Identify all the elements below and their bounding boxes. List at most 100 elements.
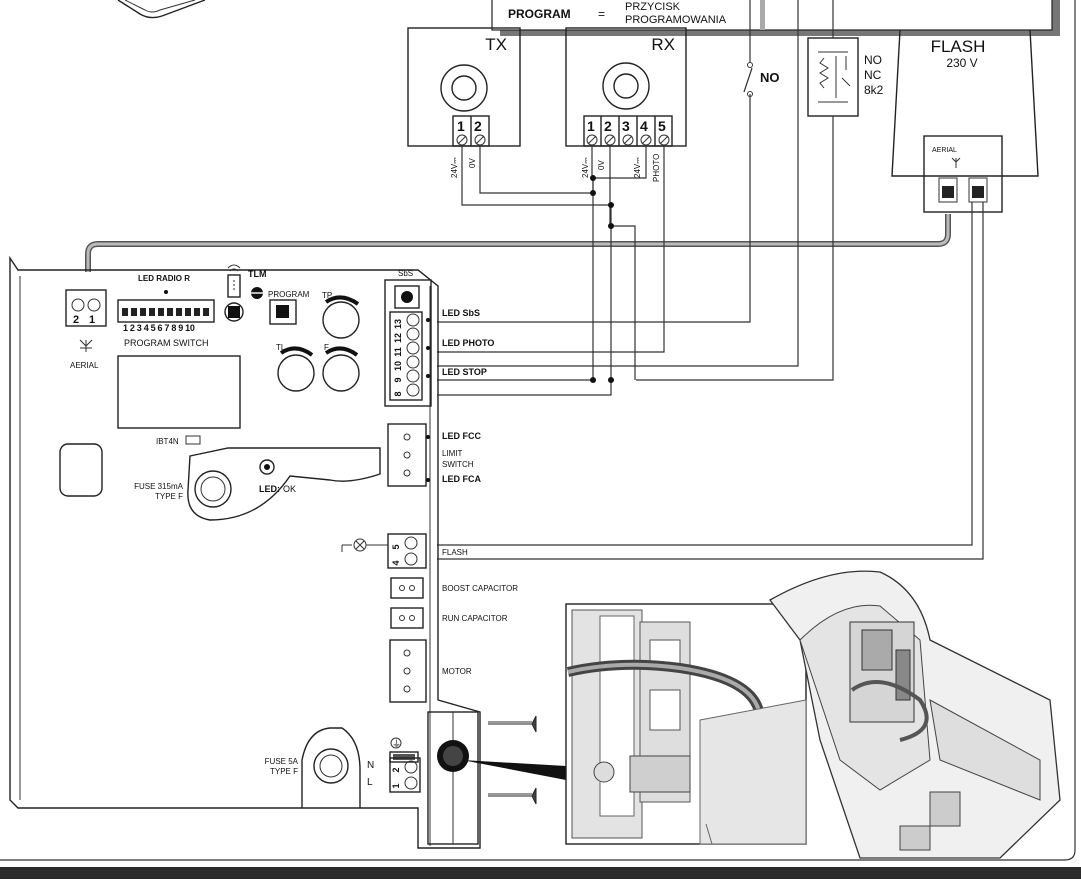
- f-trimmer[interactable]: [322, 354, 360, 392]
- fuse-315ma[interactable]: [194, 470, 232, 508]
- stop-nc: NC: [864, 68, 882, 82]
- limit-label: LIMIT: [442, 449, 463, 458]
- limit-switch-connector: [387, 423, 427, 487]
- led-ok-value: OK: [283, 484, 296, 494]
- fuse1-line1: FUSE 315mA: [134, 482, 184, 491]
- remote-fragment: [117, 0, 206, 19]
- aerial-t2: 2: [73, 314, 79, 326]
- rx-photocell: RX 1 2 3 4 5 24V⎓ 0V 24V⎓ PHOTO: [565, 27, 687, 182]
- sbs-button[interactable]: [394, 285, 420, 309]
- led-radio-label: LED RADIO R: [138, 274, 190, 283]
- tx-title: TX: [485, 35, 507, 54]
- no-push-button: NO: [743, 36, 780, 97]
- fuse-5a[interactable]: [313, 748, 349, 784]
- term-12: 12: [393, 333, 403, 343]
- legend-key: PROGRAM: [508, 7, 571, 21]
- term-4: 4: [391, 560, 401, 565]
- tx-label-24v: 24V⎓: [450, 157, 459, 178]
- run-capacitor-connector: [390, 607, 424, 629]
- screw-top: [488, 715, 537, 733]
- term-8: 8: [393, 391, 403, 396]
- led-fcc-label: LED FCC: [442, 431, 481, 441]
- motor-connector: [389, 639, 427, 703]
- flash-voltage: 230 V: [946, 56, 977, 70]
- dip-levers: [122, 308, 209, 316]
- dip-numbers: 1 2 3 4 5 6 7 8 9 10: [123, 323, 195, 333]
- neutral-label: N: [367, 760, 374, 771]
- rx-label-24v: 24V⎓: [581, 157, 590, 178]
- led-photo-label: LED PHOTO: [442, 338, 494, 348]
- sbs-label: SbS: [398, 269, 413, 278]
- detail-inset: [565, 603, 807, 845]
- no-switch-label: NO: [760, 70, 780, 85]
- aerial-t1: 1: [89, 314, 95, 326]
- dip-switch[interactable]: [117, 299, 215, 323]
- legend-box: PROGRAM = PRZYCISK PROGRAMOWANIA: [491, 0, 1060, 36]
- flash-aerial-label: AERIAL: [932, 147, 957, 154]
- led-ok-label: LED:: [259, 484, 280, 494]
- boost-capacitor-connector: [390, 577, 424, 599]
- legend-eq: =: [598, 7, 605, 21]
- rx-t2: 2: [604, 118, 612, 134]
- tl-trimmer[interactable]: [277, 354, 315, 392]
- rx-t1: 1: [587, 118, 595, 134]
- tp-trimmer[interactable]: [322, 301, 360, 339]
- program-button[interactable]: [269, 299, 297, 325]
- led-sbs-label: LED SbS: [442, 308, 480, 318]
- board-aerial-label: AERIAL: [70, 361, 99, 370]
- switch-label: SWITCH: [442, 460, 474, 469]
- mains-t1: 1: [391, 783, 401, 788]
- ibt4n-label: IBT4N: [156, 437, 179, 446]
- mains-t2: 2: [391, 767, 401, 772]
- rx-label-24v-b: 24V⎓: [633, 157, 642, 178]
- run-capacitor-label: RUN CAPACITOR: [442, 614, 508, 623]
- rx-label-photo: PHOTO: [652, 154, 661, 182]
- wiring: [437, 0, 984, 560]
- rx-t5: 5: [658, 118, 666, 134]
- flash-lamp: FLASH 230 V AERIAL: [891, 29, 1039, 213]
- gate-operator-illustration: [769, 570, 1061, 859]
- term-9: 9: [393, 377, 403, 382]
- mains-terminal: [389, 757, 421, 793]
- tlm-label: TLM: [248, 269, 267, 279]
- tl-label: TL: [276, 343, 286, 352]
- legend-line-2: PROGRAMOWANIA: [625, 14, 727, 26]
- aerial-coax-cable: [85, 214, 951, 272]
- ground-symbol: ⏚: [392, 739, 401, 749]
- terminal-block-8-13: [406, 313, 420, 397]
- rx-t3: 3: [622, 118, 630, 134]
- led-fca-label: LED FCA: [442, 474, 481, 484]
- stop-no: NO: [864, 53, 882, 67]
- footer-bar: [0, 867, 1081, 879]
- flash-title: FLASH: [931, 37, 986, 56]
- screw-bottom: [488, 787, 537, 805]
- rx-t4: 4: [640, 118, 648, 134]
- tlm-button[interactable]: [224, 302, 244, 322]
- boost-capacitor-label: BOOST CAPACITOR: [442, 584, 518, 593]
- led-stop-label: LED STOP: [442, 367, 487, 377]
- program-switch-label: PROGRAM SWITCH: [124, 338, 209, 348]
- tx-t2: 2: [474, 118, 482, 134]
- tx-label-0v: 0V: [468, 158, 477, 168]
- term-13: 13: [393, 319, 403, 329]
- stop-contact: NO NC 8k2: [807, 37, 884, 117]
- flash-terminal: [387, 533, 427, 569]
- rx-label-0v: 0V: [597, 160, 606, 170]
- control-board: 2 1 AERIAL LED RADIO R 1 2 3 4 5 6 7 8 9…: [9, 255, 566, 849]
- term-11: 11: [393, 347, 403, 357]
- legend-line-1: PRZYCISK: [625, 1, 681, 13]
- tx-photocell: TX 1 2 24V⎓ 0V: [407, 27, 521, 178]
- term-5: 5: [391, 544, 401, 549]
- stop-8k2: 8k2: [864, 83, 884, 97]
- f-label: F: [324, 343, 329, 352]
- tp-label: TP: [322, 291, 332, 300]
- motor-label: MOTOR: [442, 667, 472, 676]
- tx-t1: 1: [457, 118, 465, 134]
- connector-labels: LED SbS LED PHOTO LED STOP LED FCC LIMIT…: [442, 308, 518, 676]
- rx-title: RX: [651, 35, 675, 54]
- fuse2-line1: FUSE 5A: [265, 757, 299, 766]
- line-label: L: [367, 777, 373, 788]
- fuse2-line2: TYPE F: [270, 767, 298, 776]
